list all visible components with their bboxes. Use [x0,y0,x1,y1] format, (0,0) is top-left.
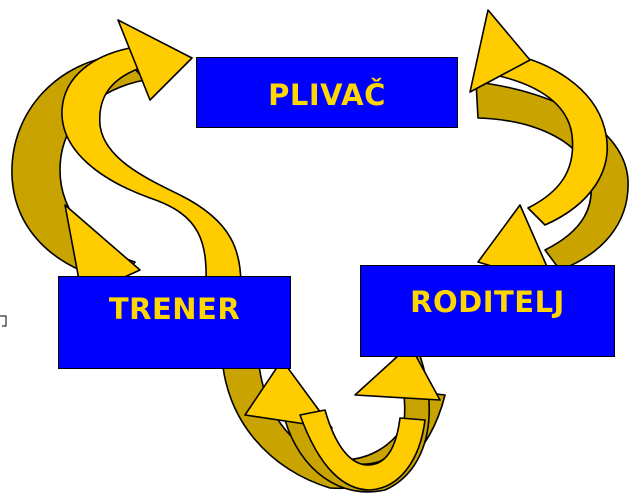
arrow-coach-to-parent-front-band [299,409,426,491]
node-swimmer: PLIVAČ [196,57,458,128]
arrow-parent-to-coach-head [244,359,333,429]
node-coach: TRENER [58,276,291,369]
node-parent: RODITELJ [360,265,615,357]
arrow-coach-to-swimmer-head [117,19,193,101]
node-swimmer-label: PLIVAČ [268,77,386,112]
node-parent-label: RODITELJ [410,285,565,319]
arrow-parent-to-swimmer-head [469,9,531,93]
arrow-coach-to-parent-head [354,344,441,401]
node-coach-label: TRENER [108,292,241,326]
